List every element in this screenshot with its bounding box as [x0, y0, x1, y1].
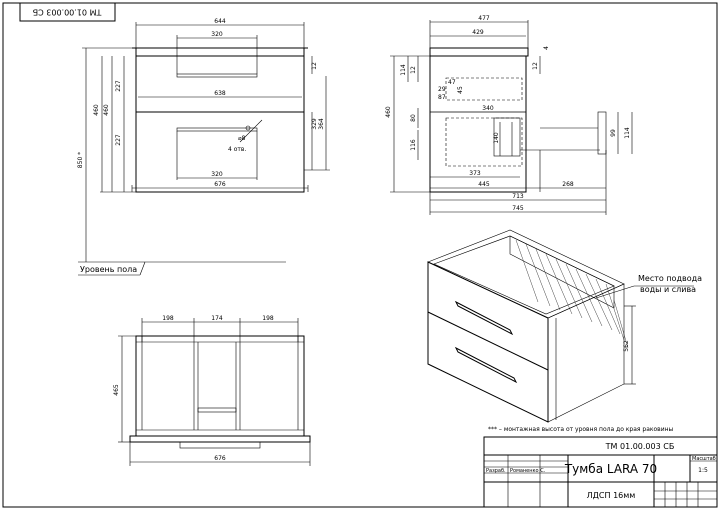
dim-116: 116	[410, 139, 417, 151]
dim-99: 99	[610, 129, 617, 137]
dim-638: 638	[214, 90, 226, 97]
dim-12-side: 12	[532, 62, 539, 70]
dim-227-b: 227	[115, 134, 122, 146]
top-view: 198 174 198 465 676	[113, 315, 311, 466]
dim-340: 340	[482, 105, 494, 112]
iso-front	[427, 261, 549, 423]
front-lower-drawer	[135, 111, 305, 193]
side-view: 477 429 4 12 114 12 47 29 87 45 460 80 1…	[385, 15, 633, 215]
footnote: *** – монтажная высота от уровня пола до…	[488, 426, 674, 433]
dim-87: 87	[438, 94, 446, 101]
iso-handle-upper	[454, 300, 514, 336]
dim-47: 47	[448, 79, 456, 86]
rotated-stamp-box	[19, 2, 116, 22]
dim-477: 477	[478, 15, 490, 22]
dim-460-a: 460	[93, 104, 100, 116]
dim-644: 644	[214, 18, 226, 25]
iso-handle-lower	[454, 346, 518, 384]
title-role: Разраб.	[486, 468, 506, 474]
dim-198-b: 198	[262, 315, 274, 322]
dim-29: 29	[438, 86, 446, 93]
floor-label: Уровень пола	[80, 265, 137, 274]
dim-12-side-b: 12	[410, 66, 417, 74]
callout-line-2: воды и слива	[640, 285, 696, 294]
title-doc-code: ТМ 01.00.003 СБ	[605, 442, 675, 451]
dim-373: 373	[469, 170, 481, 177]
hole-diameter: ⌀8	[238, 135, 246, 142]
side-top-panel	[429, 47, 529, 57]
dim-460-b: 460	[103, 104, 110, 116]
front-upper-handle	[176, 73, 258, 78]
dim-329: 329	[311, 118, 318, 130]
dim-114: 114	[400, 64, 407, 76]
title-name: Тумба LARA 70	[564, 462, 657, 476]
dim-114b: 114	[624, 127, 631, 139]
callout-line-1: Место подвода	[638, 274, 702, 283]
dim-80: 80	[410, 114, 417, 122]
dim-45: 45	[457, 86, 464, 94]
top-view-body	[135, 335, 305, 437]
dim-676-top: 676	[214, 455, 226, 462]
dim-713: 713	[512, 193, 524, 200]
dim-562: 562	[623, 340, 630, 352]
title-material: ЛДСП 16мм	[587, 491, 636, 500]
dim-198-a: 198	[162, 315, 174, 322]
title-author: Романенко С.	[510, 468, 546, 474]
dim-850: 850 *	[77, 152, 84, 168]
dim-268: 268	[562, 181, 574, 188]
dim-4: 4	[543, 46, 550, 50]
dim-460-side: 460	[385, 106, 392, 118]
title-block: ТМ 01.00.003 СБ Тумба LARA 70 ЛДСП 16мм …	[483, 436, 718, 508]
dim-745: 745	[512, 205, 524, 212]
isometric-view: Место подвода воды и слива 562	[427, 229, 702, 423]
title-scale-label: Масштаб	[692, 456, 716, 462]
dim-465: 465	[113, 384, 120, 396]
side-body	[429, 55, 527, 193]
hole-count: 4 отв.	[228, 146, 246, 153]
dim-12-front: 12	[311, 62, 318, 70]
dim-174: 174	[211, 315, 223, 322]
dim-429: 429	[472, 29, 484, 36]
front-lower-handle	[176, 127, 258, 132]
front-upper-drawer	[135, 55, 305, 113]
dim-227-a: 227	[115, 80, 122, 92]
dim-320-bottom: 320	[211, 171, 223, 178]
title-scale-value: 1:5	[698, 467, 708, 474]
dim-445: 445	[478, 181, 490, 188]
front-top-panel	[135, 47, 305, 57]
front-view: 644 320 638 ⌀8 4 отв. 320 676 850 * 460 …	[77, 18, 330, 276]
dim-320-top: 320	[211, 31, 223, 38]
dim-140: 140	[493, 132, 500, 144]
dim-364: 364	[318, 118, 325, 130]
rotated-stamp-code: ТМ 01.00.003 СБ	[33, 8, 103, 17]
hole-marker	[245, 125, 251, 131]
dim-676-front: 676	[214, 181, 226, 188]
